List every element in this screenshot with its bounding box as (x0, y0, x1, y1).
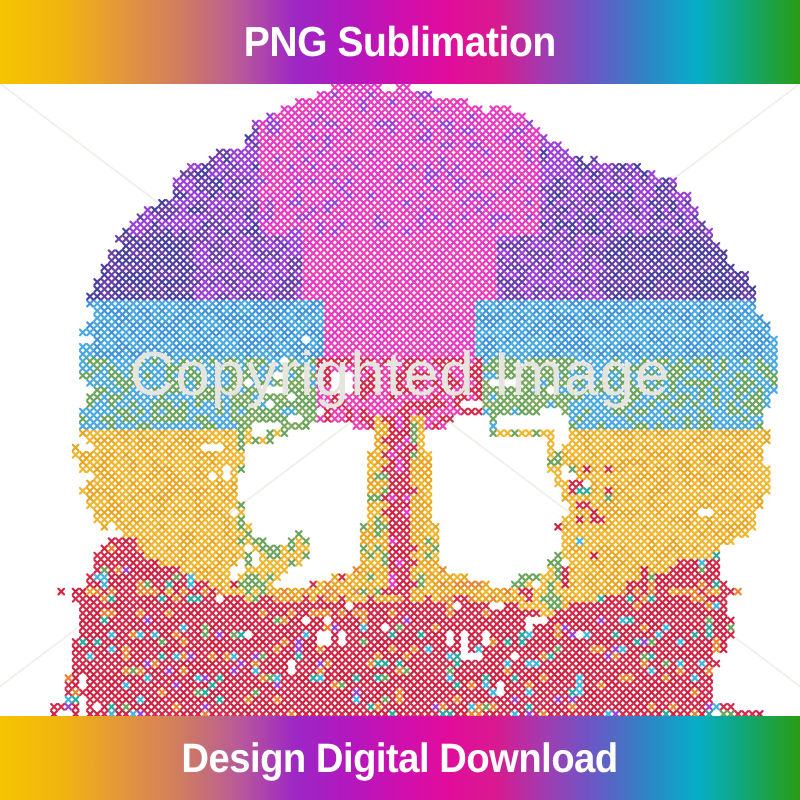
cross-stitch-tree-of-life-graphic (50, 84, 778, 716)
bottom-banner: Design Digital Download (0, 716, 800, 800)
bottom-banner-title: Design Digital Download (181, 734, 619, 781)
top-banner: PNG Sublimation (0, 0, 800, 84)
artwork-canvas: Copyrighted Image (0, 84, 800, 716)
top-banner-title: PNG Sublimation (243, 18, 557, 65)
